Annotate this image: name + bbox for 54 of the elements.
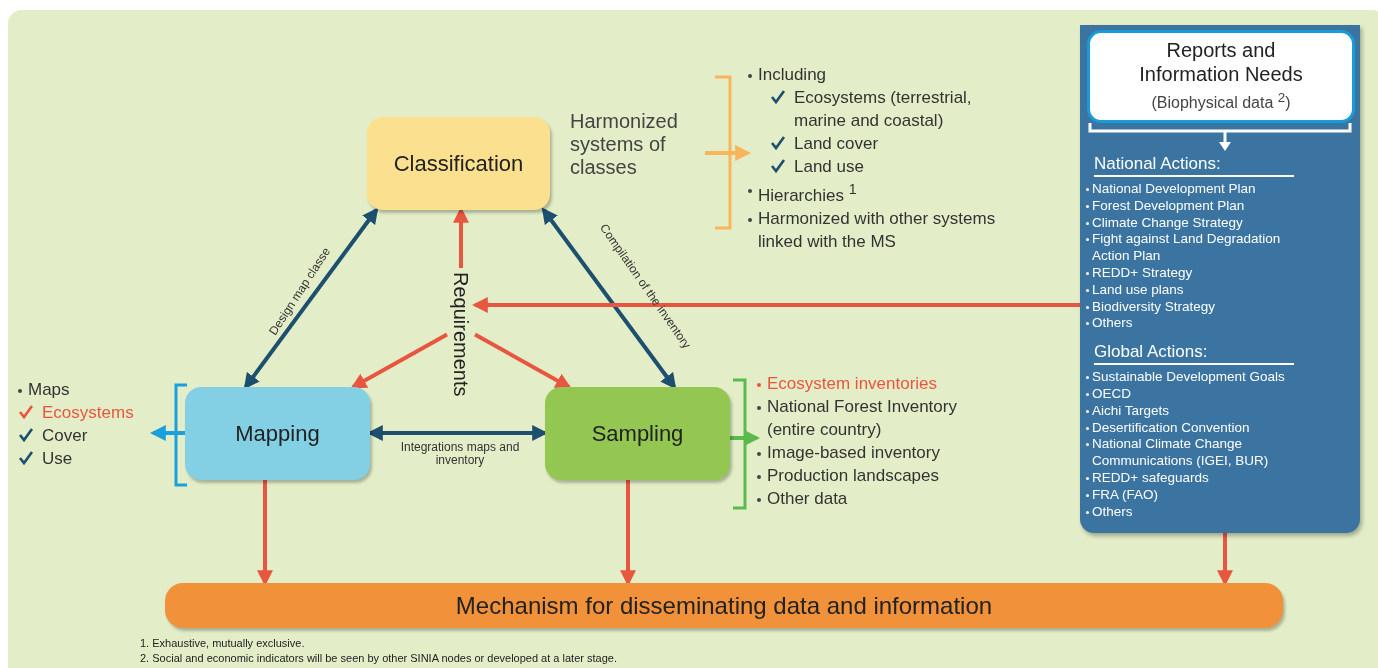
list-item: REDD+ Strategy bbox=[1092, 265, 1193, 282]
list-item: FRA (FAO) bbox=[1092, 486, 1158, 504]
list-item: OECD bbox=[1092, 385, 1131, 403]
section-heading: Global Actions: bbox=[1094, 341, 1208, 364]
requirements-label: Requirements bbox=[447, 268, 475, 400]
section-heading: National Actions: bbox=[1094, 153, 1221, 175]
arrow bbox=[705, 145, 752, 161]
footnote: 1. Exhaustive, mutually exclusive. bbox=[140, 636, 306, 651]
list-item: Forest Development Plan bbox=[1092, 197, 1245, 215]
list-item: Others bbox=[1092, 315, 1133, 333]
list-item: REDD+ safeguards bbox=[1092, 469, 1209, 487]
output-bar: Mechanism for disseminating data and information bbox=[165, 583, 1283, 628]
reports-box bbox=[1087, 30, 1355, 123]
arrow bbox=[471, 297, 1080, 313]
arrow bbox=[474, 332, 572, 389]
process-box: Classification bbox=[367, 117, 550, 210]
group-heading: Harmonized systems of classes bbox=[570, 110, 705, 182]
list-item: Climate Change Strategy bbox=[1092, 214, 1243, 232]
list-item: Ecosystems bbox=[42, 402, 134, 424]
list-item: Biodiversity Strategy bbox=[1092, 298, 1216, 316]
list-item: Maps bbox=[28, 379, 70, 401]
arrow bbox=[541, 207, 677, 390]
process-box: Sampling bbox=[545, 387, 730, 480]
list-item: Production landscapes bbox=[767, 465, 939, 487]
list-item: Including bbox=[758, 64, 827, 86]
list-item: Hierarchies $^{1}$ bbox=[758, 180, 857, 207]
arrow bbox=[730, 430, 761, 446]
edge-label: Integrations maps and inventory bbox=[399, 441, 521, 467]
list-item: Ecosystems (terrestrial, marine and coastal) bbox=[794, 87, 973, 132]
list-item: Sustainable Development Goals bbox=[1092, 369, 1285, 386]
arrow bbox=[149, 425, 185, 441]
list-item: Desertification Convention bbox=[1092, 419, 1250, 437]
list-item: Land cover bbox=[794, 133, 879, 155]
list-item: National Climate Change Communications (IGEI, BUR) bbox=[1092, 436, 1270, 470]
box-title: Reports and Information Needs bbox=[1138, 37, 1304, 86]
arrow bbox=[243, 207, 379, 390]
list-item: Use bbox=[42, 448, 73, 470]
list-item: Other data bbox=[767, 488, 848, 510]
list-item: National Development Plan bbox=[1092, 181, 1256, 198]
box-subtitle: (Biophysical data $^{2}$) bbox=[1151, 88, 1291, 114]
list-item: Fight against Land Degradation Action Plan bbox=[1092, 231, 1282, 265]
list-item: Land use bbox=[794, 156, 864, 178]
footnote: 2. Social and economic indicators will be seen by other SINIA nodes or developed at a later stage. bbox=[140, 651, 617, 666]
list-item: Cover bbox=[42, 425, 88, 447]
list-item: Ecosystem inventories bbox=[767, 373, 938, 395]
list-item: Land use plans bbox=[1092, 281, 1184, 299]
process-box: Mapping bbox=[185, 387, 370, 480]
list-item: Aichi Targets bbox=[1092, 402, 1170, 420]
list-item: Image-based inventory bbox=[767, 442, 940, 464]
list-item: Others bbox=[1092, 503, 1133, 521]
list-item: Harmonized with other systems linked with the MS bbox=[758, 207, 997, 253]
actions-panel bbox=[1080, 25, 1360, 533]
list-item: National Forest Inventory (entire country) bbox=[767, 396, 958, 441]
arrow bbox=[350, 332, 448, 389]
